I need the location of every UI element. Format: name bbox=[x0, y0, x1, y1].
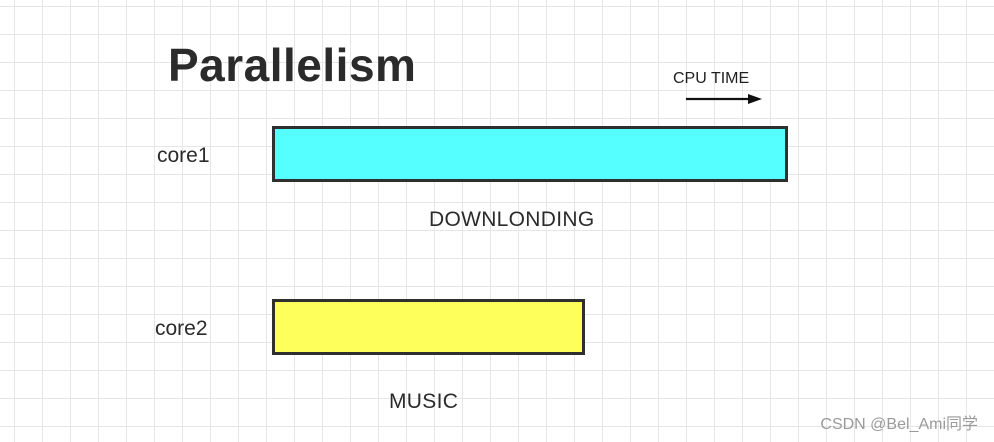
core2-label: core2 bbox=[155, 317, 208, 340]
core2-task-label: MUSIC bbox=[389, 390, 459, 413]
diagram-title: Parallelism bbox=[168, 39, 417, 91]
core1-task-label: DOWNLONDING bbox=[429, 208, 595, 231]
core1-label: core1 bbox=[157, 144, 210, 167]
cpu-time-label: CPU TIME bbox=[673, 70, 750, 87]
core1-task-bar bbox=[272, 126, 788, 182]
core2-task-bar bbox=[272, 299, 585, 355]
cpu-time-arrow-icon bbox=[686, 94, 762, 104]
watermark: CSDN @Bel_Ami同学 bbox=[820, 416, 978, 433]
